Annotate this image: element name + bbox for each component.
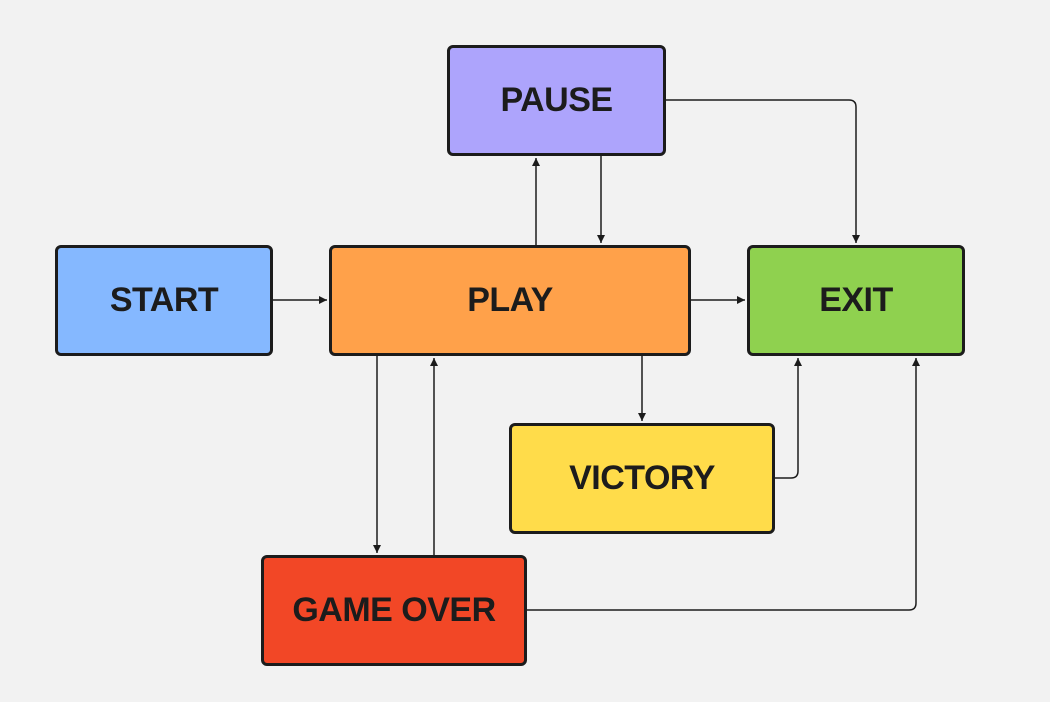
edge-victory-to-exit	[775, 358, 802, 479]
node-exit-label: EXIT	[819, 281, 893, 319]
node-victory[interactable]: VICTORY	[509, 423, 775, 534]
edge-gameover-to-exit	[527, 358, 920, 611]
edges-layer	[273, 99, 920, 611]
node-pause[interactable]: PAUSE	[447, 45, 666, 156]
node-game-over-label: GAME OVER	[292, 591, 496, 629]
node-game-over[interactable]: GAME OVER	[261, 555, 527, 666]
node-pause-label: PAUSE	[500, 81, 613, 119]
node-start-label: START	[109, 281, 219, 319]
node-play-label: PLAY	[467, 281, 553, 319]
node-start[interactable]: START	[55, 245, 273, 356]
node-exit[interactable]: EXIT	[747, 245, 965, 356]
node-play[interactable]: PLAY	[329, 245, 691, 356]
edge-pause-to-exit	[666, 99, 860, 243]
node-victory-label: VICTORY	[569, 459, 715, 497]
